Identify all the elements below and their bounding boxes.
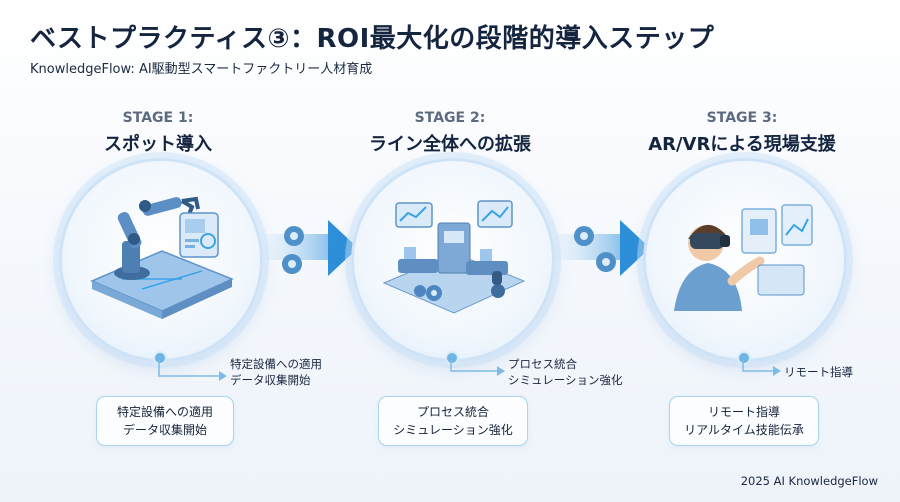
page-title: ベストプラクティス③：ROI最大化の段階的導入ステップ xyxy=(30,24,715,54)
stage-1-summary-box: 特定設備への適用 データ収集開始 xyxy=(96,396,234,446)
stage-1-name: スポット導入 xyxy=(104,134,212,155)
factory-line-icon xyxy=(382,200,526,314)
flow-arrow-1 xyxy=(262,220,358,276)
stage-3-summary-box: リモート指導 リアルタイム技能伝承 xyxy=(669,396,819,446)
stage-1-marker xyxy=(153,351,167,365)
stage-1-illustration xyxy=(59,158,263,362)
stage-1-note: 特定設備への適用 データ収集開始 xyxy=(230,357,322,387)
stage-3-connector xyxy=(742,360,781,376)
stage-1-label: STAGE 1: xyxy=(122,110,194,126)
stage-2-note: プロセス統合 シミュレーション強化 xyxy=(508,357,623,387)
page-subtitle: KnowledgeFlow: AI駆動型スマートファクトリー人材育成 xyxy=(30,62,373,77)
stage-2-summary-box: プロセス統合 シミュレーション強化 xyxy=(378,396,528,446)
stage-2-name: ライン全体への拡張 xyxy=(369,134,531,155)
stage-3-marker xyxy=(737,351,751,365)
gear-icon xyxy=(574,226,616,272)
stage-2-marker xyxy=(445,351,459,365)
stage-3-illustration xyxy=(643,158,847,362)
stage-3-name: AR/VRによる現場支援 xyxy=(648,134,836,155)
stage-2-connector xyxy=(450,360,505,376)
stage-2-illustration xyxy=(351,158,555,362)
stage-3-note: リモート指導 xyxy=(784,365,853,379)
stage-2-label: STAGE 2: xyxy=(414,110,486,126)
stage-1-connector xyxy=(158,360,227,381)
vr-headset-icon xyxy=(674,204,813,311)
stage-3-label: STAGE 3: xyxy=(706,110,778,126)
flow-arrow-2 xyxy=(554,220,650,276)
robot-arm-icon xyxy=(90,196,234,319)
gear-icon xyxy=(282,226,304,274)
footer-credit: 2025 AI KnowledgeFlow xyxy=(740,474,878,488)
